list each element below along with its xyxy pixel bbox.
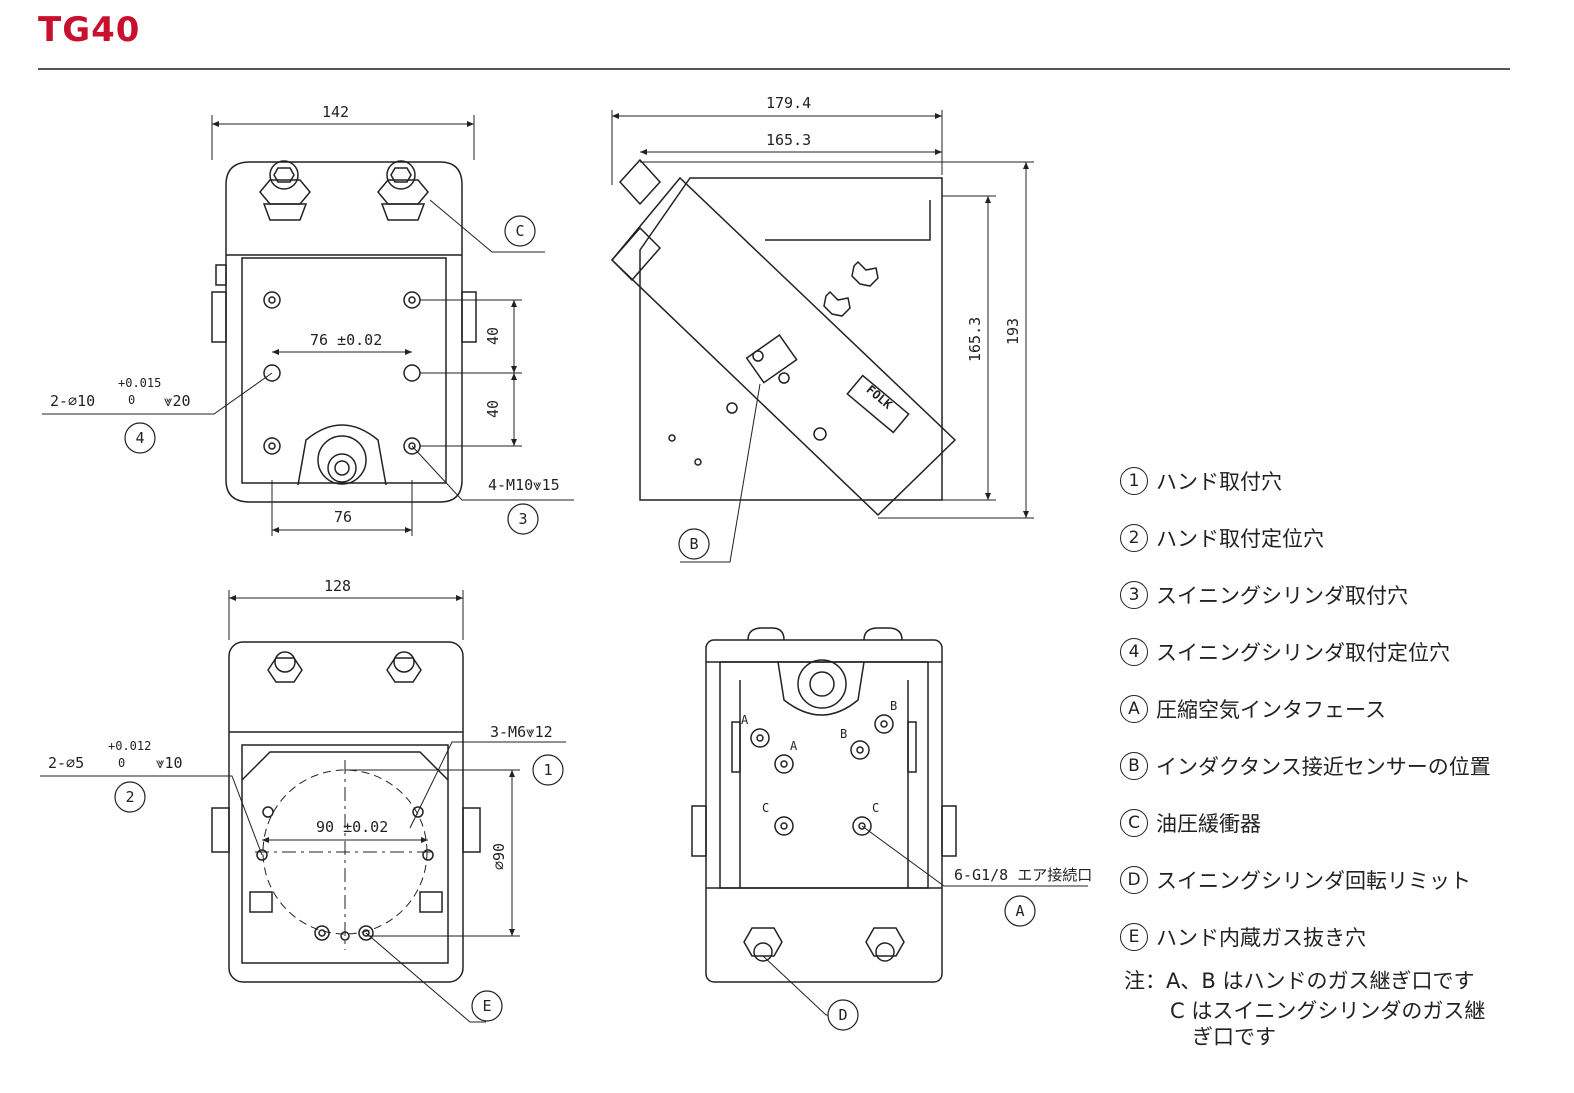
legend-text: スイニングシリンダ取付定位穴 xyxy=(1156,640,1450,665)
legend-badge: E xyxy=(1120,922,1148,951)
legend-text: ハンド取付定位穴 xyxy=(1156,526,1324,551)
legend-text: スイニングシリンダ取付穴 xyxy=(1156,583,1408,608)
page-title: TG40 xyxy=(38,10,141,50)
port-label-a2: A xyxy=(790,739,798,753)
note: 注：A、B はハンドのガス継ぎ口です C はスイニングシリンダのガス継 ぎ口です xyxy=(1124,966,1564,1052)
dim-bottom-tol-upper: +0.012 xyxy=(108,739,151,753)
legend-text: 圧縮空気インタフェース xyxy=(1156,697,1386,722)
callout-c-side: C xyxy=(515,222,524,240)
legend-badge: D xyxy=(1120,865,1148,894)
back-view xyxy=(691,627,1088,1016)
legend-item: C 油圧緩衝器 xyxy=(1120,794,1560,851)
legend-item: 3 スイニングシリンダ取付穴 xyxy=(1120,566,1560,623)
dim-front-depth: ⩔20 xyxy=(164,392,191,410)
dim-bottom-tol-lower: 0 xyxy=(118,756,125,770)
bottom-view xyxy=(40,590,566,1023)
dim-side-h1: 165.3 xyxy=(966,317,984,362)
dim-bottom-thread: 3-M6⩔12 xyxy=(490,723,553,741)
callout-4: 4 xyxy=(135,429,144,447)
legend-text: ハンド取付穴 xyxy=(1156,469,1282,494)
dim-side-overall: 179.4 xyxy=(766,94,811,112)
port-label-c1: C xyxy=(762,801,769,815)
dim-front-tol-lower: 0 xyxy=(128,393,135,407)
dim-bottom-diameter: ∅90 xyxy=(490,843,508,870)
callout-1: 1 xyxy=(543,761,552,779)
legend: 1 ハンド取付穴 2 ハンド取付定位穴 3 スイニングシリンダ取付穴 4 スイニ… xyxy=(1120,452,1560,965)
dim-back-port: 6-G1/8 エア接続口 xyxy=(954,866,1092,884)
legend-badge: 2 xyxy=(1120,523,1148,552)
legend-text: スイニングシリンダ回転リミット xyxy=(1156,868,1471,893)
dim-bottom-pitch: 90 ±0.02 xyxy=(316,818,388,836)
note-line-2: C はスイニングシリンダのガス継 xyxy=(1170,999,1486,1023)
dim-bottom-depth: ⩔10 xyxy=(156,754,183,772)
legend-badge: 1 xyxy=(1120,466,1148,495)
fitting-right xyxy=(377,160,429,221)
dim-front-pitch-bottom: 76 xyxy=(334,508,352,526)
fitting-left xyxy=(259,160,311,221)
legend-item: D スイニングシリンダ回転リミット xyxy=(1120,851,1560,908)
back-fitting-right xyxy=(865,927,905,962)
legend-item: 4 スイニングシリンダ取付定位穴 xyxy=(1120,623,1560,680)
legend-badge: A xyxy=(1120,694,1148,723)
callout-d: D xyxy=(838,1006,847,1024)
legend-item: A 圧縮空気インタフェース xyxy=(1120,680,1560,737)
back-fitting-left xyxy=(743,927,783,962)
front-view xyxy=(42,115,574,536)
legend-badge: 4 xyxy=(1120,637,1148,666)
legend-item: E ハンド内蔵ガス抜き穴 xyxy=(1120,908,1560,965)
port-label-b1: B xyxy=(840,727,847,741)
legend-item: 1 ハンド取付穴 xyxy=(1120,452,1560,509)
callout-b: B xyxy=(689,535,698,553)
side-view xyxy=(610,110,1034,563)
title-divider xyxy=(38,68,1510,70)
note-line-1: 注：A、B はハンドのガス継ぎ口です xyxy=(1124,969,1475,993)
port-label-a1: A xyxy=(741,713,749,727)
dim-bottom-width: 128 xyxy=(324,577,351,595)
legend-item: B インダクタンス接近センサーの位置 xyxy=(1120,737,1560,794)
legend-text: ハンド内蔵ガス抜き穴 xyxy=(1156,925,1366,950)
legend-item: 2 ハンド取付定位穴 xyxy=(1120,509,1560,566)
dim-bottom-hole-spec: 2-∅5 xyxy=(48,754,84,772)
port-label-b2: B xyxy=(890,699,897,713)
bottom-fitting-left xyxy=(267,651,303,683)
brand-mark: FOLK xyxy=(864,382,896,412)
callout-a: A xyxy=(1015,902,1024,920)
dim-front-hole-spec: 2-∅10 xyxy=(50,392,95,410)
note-line-3: ぎ口です xyxy=(1192,1025,1276,1049)
dim-front-thread: 4-M10⩔15 xyxy=(488,476,560,494)
legend-text: インダクタンス接近センサーの位置 xyxy=(1156,754,1491,779)
dim-front-tol-upper: +0.015 xyxy=(118,376,161,390)
dim-side-h2: 193 xyxy=(1004,318,1022,345)
callout-3: 3 xyxy=(518,510,527,528)
dim-front-v1: 40 xyxy=(484,327,502,345)
legend-badge: 3 xyxy=(1120,580,1148,609)
port-label-c2: C xyxy=(872,801,879,815)
bottom-fitting-right xyxy=(386,651,422,683)
callout-e: E xyxy=(482,997,491,1015)
dim-side-body: 165.3 xyxy=(766,131,811,149)
legend-text: 油圧緩衝器 xyxy=(1156,811,1261,836)
dim-front-v2: 40 xyxy=(484,400,502,418)
legend-badge: B xyxy=(1120,751,1148,780)
callout-2: 2 xyxy=(125,788,134,806)
legend-badge: C xyxy=(1120,808,1148,837)
dim-front-pitch: 76 ±0.02 xyxy=(310,331,382,349)
dim-front-width: 142 xyxy=(322,103,349,121)
